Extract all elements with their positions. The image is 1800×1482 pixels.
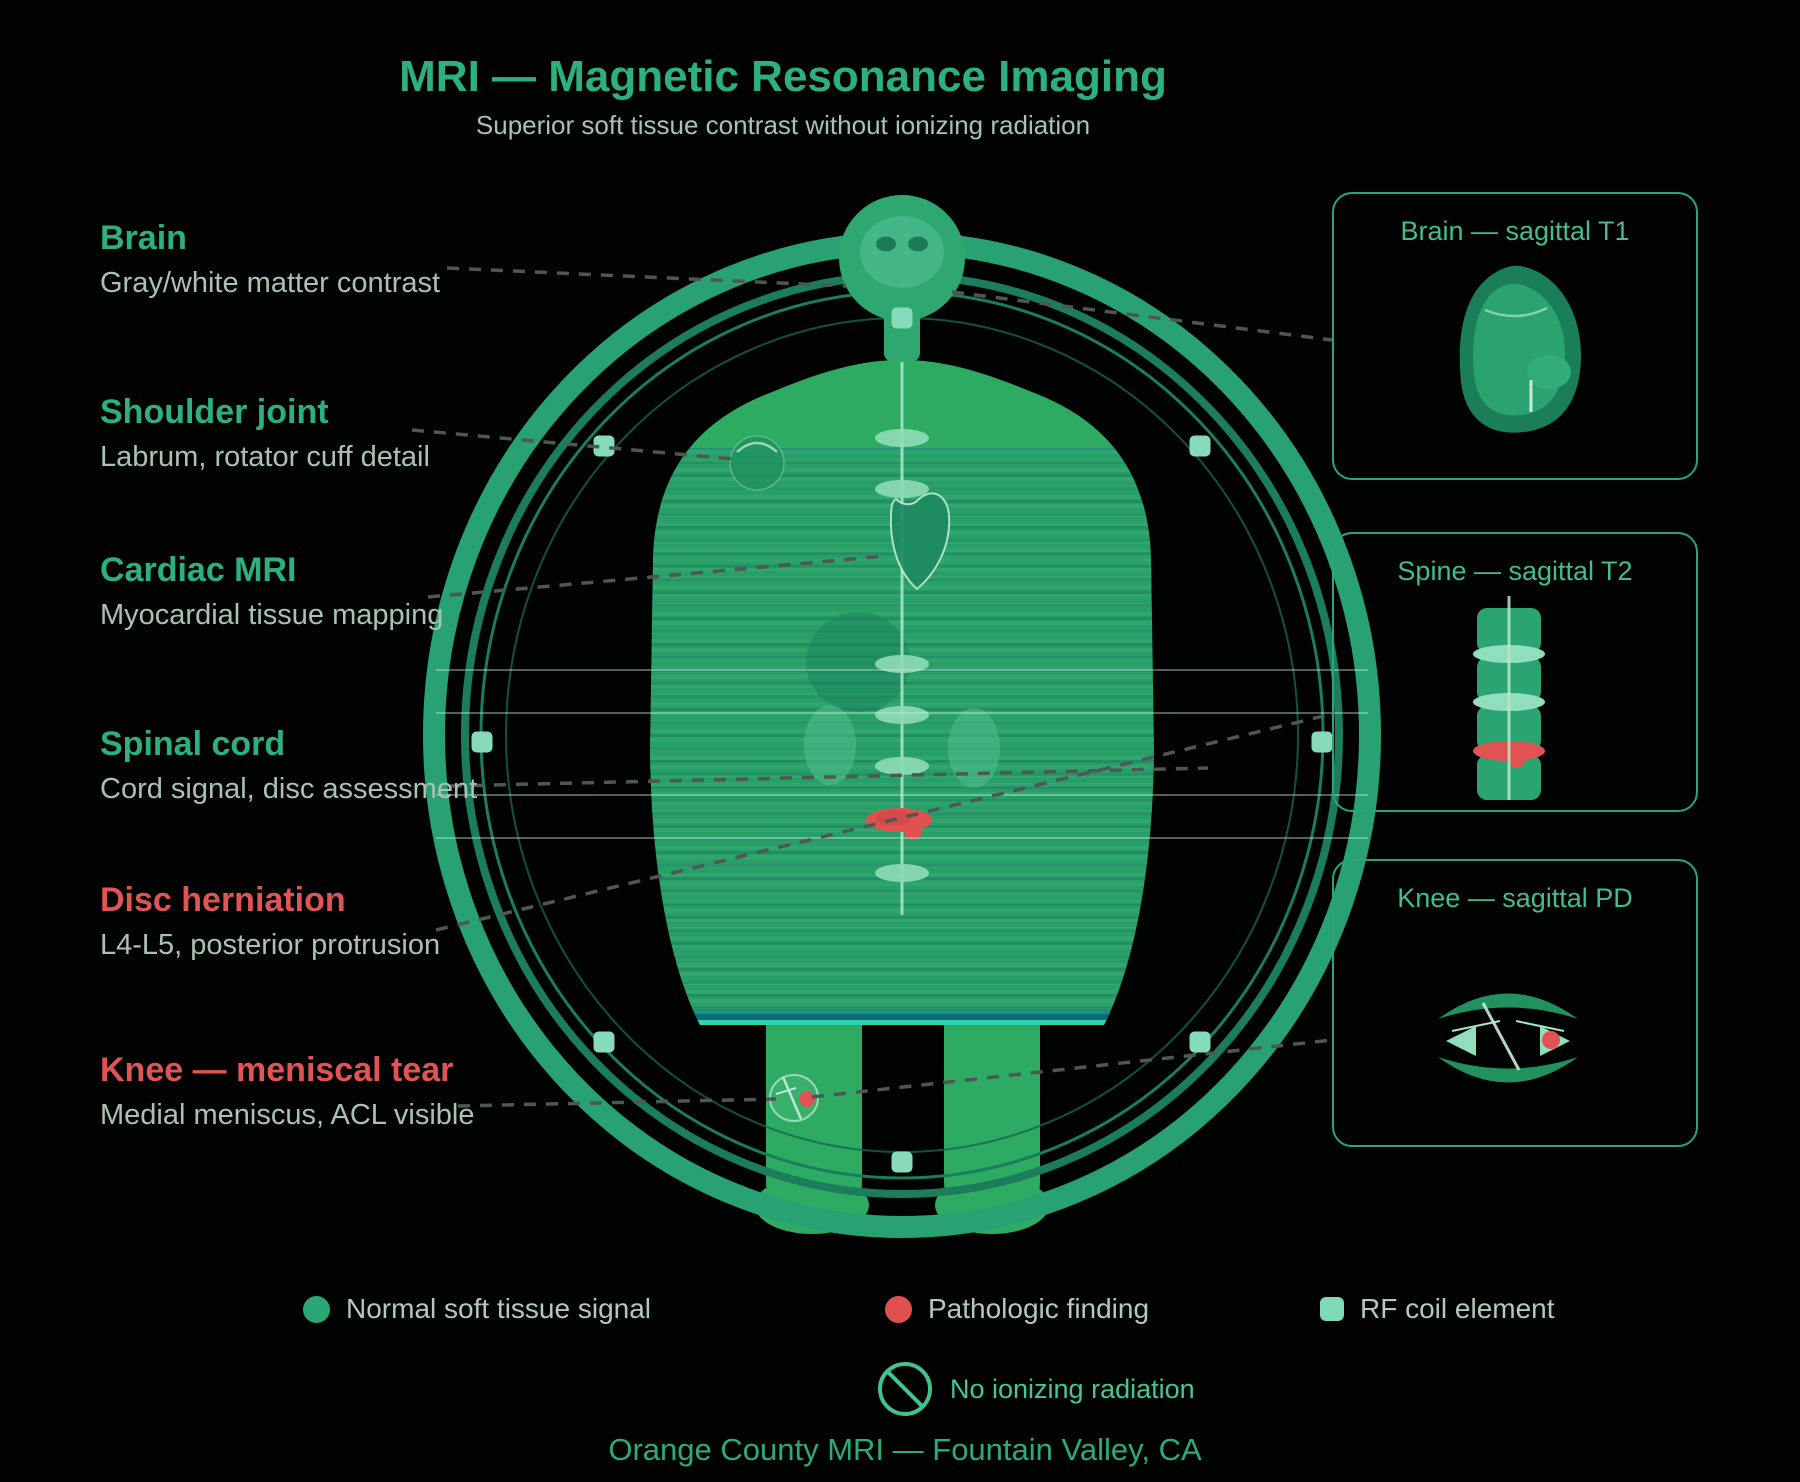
panel-knee: Knee — sagittal PD — [1332, 859, 1698, 1147]
knee-marker — [769, 1074, 819, 1122]
acl-line — [1481, 1002, 1521, 1071]
heart-icon — [889, 492, 951, 591]
organs — [729, 362, 1000, 1122]
label-cardiac: Cardiac MRI Myocardial tissue mapping — [100, 550, 580, 635]
spinal-discs — [875, 429, 929, 882]
label-sub: Medial meniscus, ACL visible — [100, 1099, 475, 1132]
panel-title: Brain — sagittal T1 — [1400, 216, 1630, 246]
cerebellum — [1527, 355, 1571, 389]
legend-item-rf-coil: RF coil element — [1320, 1292, 1555, 1326]
face — [860, 216, 944, 288]
rf-coil-icon — [471, 731, 493, 753]
eye-icon — [908, 236, 928, 252]
panel-title: Knee — sagittal PD — [1397, 883, 1633, 913]
panel-spine: Spine — sagittal T2 — [1332, 532, 1698, 812]
label-knee-tear: Knee — meniscal tear Medial meniscus, AC… — [100, 1050, 580, 1135]
rf-coils — [471, 307, 1333, 1173]
rf-coil-icon — [891, 1151, 913, 1173]
rf-coil-icon — [593, 1031, 615, 1053]
label-sub: L4-L5, posterior protrusion — [100, 929, 441, 962]
gradient-lines — [436, 669, 1368, 839]
label-sub: Labrum, rotator cuff detail — [100, 441, 430, 474]
label-shoulder: Shoulder joint Labrum, rotator cuff deta… — [100, 392, 580, 477]
label-spinal-cord: Spinal cord Cord signal, disc assessment — [100, 724, 580, 809]
leader-lines — [411, 266, 1333, 1108]
label-heading: Cardiac MRI — [100, 551, 297, 589]
stomach — [806, 612, 910, 712]
legend-item-pathologic: Pathologic finding — [885, 1292, 1149, 1326]
brain-sagittal-illustration — [1459, 265, 1582, 433]
rf-coil-icon — [1311, 731, 1333, 753]
pathologic-finding-icon — [885, 1295, 912, 1323]
panel-title: Spine — sagittal T2 — [1397, 556, 1633, 586]
rf-coil-legend-icon — [1320, 1297, 1344, 1321]
knee-sagittal-illustration — [1438, 993, 1578, 1083]
page-subtitle: Superior soft tissue contrast without io… — [475, 110, 1091, 140]
label-heading: Knee — meniscal tear — [100, 1051, 454, 1089]
normal-signal-icon — [303, 1295, 330, 1323]
legend-label: Pathologic finding — [928, 1293, 1150, 1324]
no-radiation-icon — [878, 1362, 932, 1416]
meniscus — [1446, 1026, 1476, 1056]
label-heading: Disc herniation — [100, 881, 346, 919]
no-radiation-label: No ionizing radiation — [950, 1373, 1195, 1404]
page-title: MRI — Magnetic Resonance Imaging — [399, 52, 1167, 101]
label-sub: Gray/white matter contrast — [100, 267, 441, 300]
rf-coil-icon — [593, 435, 615, 457]
footer-clinic-name: Orange County MRI — Fountain Valley, CA — [608, 1432, 1202, 1467]
legend-label: RF coil element — [1360, 1293, 1555, 1324]
label-brain: Brain Gray/white matter contrast — [100, 218, 580, 303]
rf-coil-icon — [1189, 1031, 1211, 1053]
label-sub: Myocardial tissue mapping — [100, 599, 444, 632]
rf-coil-icon — [891, 307, 913, 329]
panel-brain: Brain — sagittal T1 — [1332, 192, 1698, 480]
eye-icon — [876, 236, 896, 252]
kidney — [948, 708, 1000, 788]
label-heading: Brain — [100, 219, 187, 257]
rf-coil-icon — [1189, 435, 1211, 457]
label-disc-herniation: Disc herniation L4-L5, posterior protrus… — [100, 880, 580, 965]
shoulder-joint-marker — [729, 435, 785, 491]
label-sub: Cord signal, disc assessment — [100, 773, 478, 806]
legend-label: Normal soft tissue signal — [346, 1293, 652, 1324]
label-heading: Shoulder joint — [100, 393, 329, 431]
meniscal-tear-dot-panel — [1542, 1031, 1560, 1049]
meniscal-tear-dot — [799, 1091, 815, 1107]
spine-sagittal-illustration — [1473, 596, 1545, 800]
no-radiation-note: No ionizing radiation — [878, 1362, 1195, 1416]
label-heading: Spinal cord — [100, 725, 286, 763]
legend-item-normal: Normal soft tissue signal — [303, 1292, 651, 1326]
kidney — [804, 705, 856, 785]
